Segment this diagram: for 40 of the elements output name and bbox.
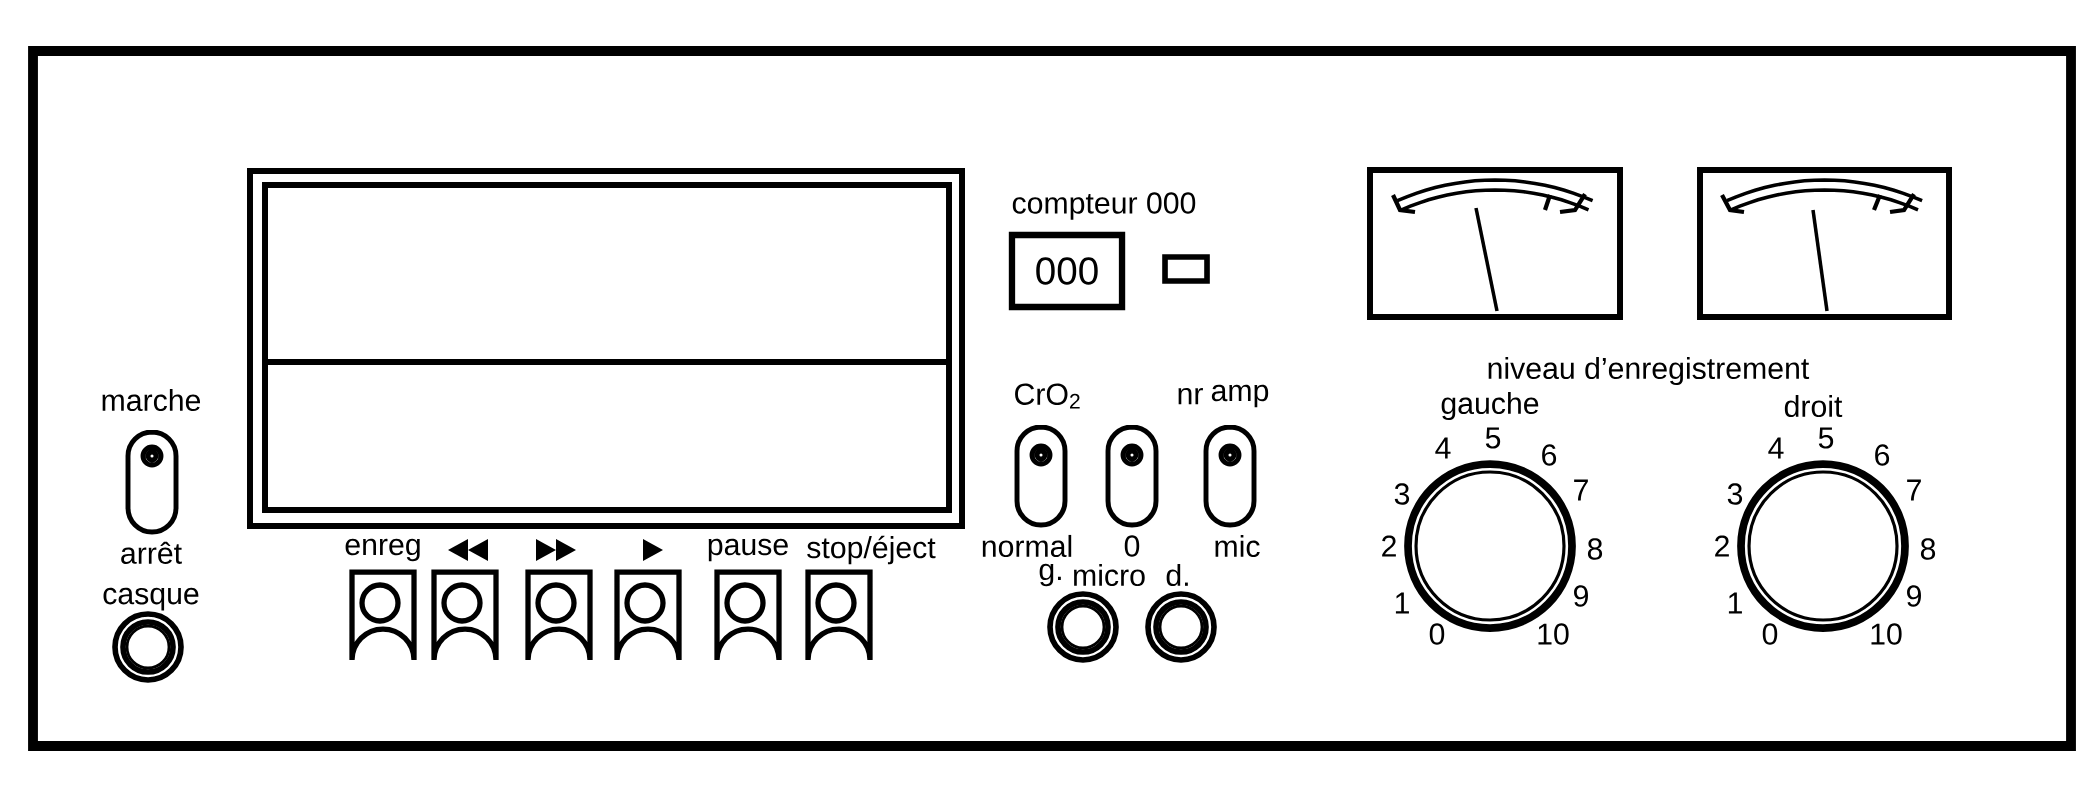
panel-label: droit bbox=[1784, 394, 1843, 418]
scale-number: 6 bbox=[1542, 444, 1557, 466]
panel-label: arrêt casque bbox=[103, 541, 199, 611]
panel-label: amp bbox=[1211, 384, 1269, 408]
scale-number: 4 bbox=[1435, 437, 1451, 459]
panel-label: g. bbox=[1039, 563, 1061, 587]
panel-label: nr bbox=[1178, 387, 1203, 405]
counter-window: 000 bbox=[1008, 231, 1126, 311]
panel-label: niveau d’enregistrement bbox=[1488, 356, 1810, 386]
scale-number: 2 bbox=[1382, 535, 1396, 557]
scale-number: 3 bbox=[1727, 483, 1743, 505]
scale-number: 0 bbox=[1429, 623, 1445, 645]
scale-number: 9 bbox=[1907, 585, 1921, 607]
scale-number: 3 bbox=[1394, 483, 1410, 505]
scale-number: 8 bbox=[1920, 538, 1936, 560]
panel-label: CrO$_{2}$ bbox=[1015, 383, 1080, 409]
panel-label: stop/éject bbox=[807, 535, 936, 565]
scale-number: 4 bbox=[1768, 437, 1784, 459]
scale-number: 6 bbox=[1875, 444, 1890, 466]
scale-number: 9 bbox=[1574, 585, 1588, 607]
panel-label: mic bbox=[1215, 534, 1260, 558]
scale-number: 10 bbox=[1538, 623, 1569, 645]
panel-label: d. bbox=[1166, 563, 1188, 587]
scale-number: 7 bbox=[1907, 479, 1921, 501]
panel-label: normal bbox=[982, 534, 1072, 558]
scale-number: 2 bbox=[1715, 535, 1729, 557]
scale-number: 5 bbox=[1485, 427, 1501, 449]
scale-number: 8 bbox=[1587, 538, 1603, 560]
scale-number: 1 bbox=[1395, 592, 1409, 614]
panel-label: gauche bbox=[1441, 391, 1539, 421]
scale-number: 0 bbox=[1762, 623, 1778, 645]
scale-number: 5 bbox=[1818, 427, 1834, 449]
panel-label: enreg bbox=[345, 538, 420, 562]
scale-number: 7 bbox=[1574, 479, 1588, 501]
panel-label: pause bbox=[708, 538, 788, 562]
scale-number: 10 bbox=[1871, 623, 1902, 645]
panel-label: micro bbox=[1074, 563, 1145, 587]
panel-label: 0 bbox=[1124, 535, 1140, 557]
scale-number: 1 bbox=[1728, 592, 1742, 614]
panel-label: marche bbox=[102, 388, 201, 412]
